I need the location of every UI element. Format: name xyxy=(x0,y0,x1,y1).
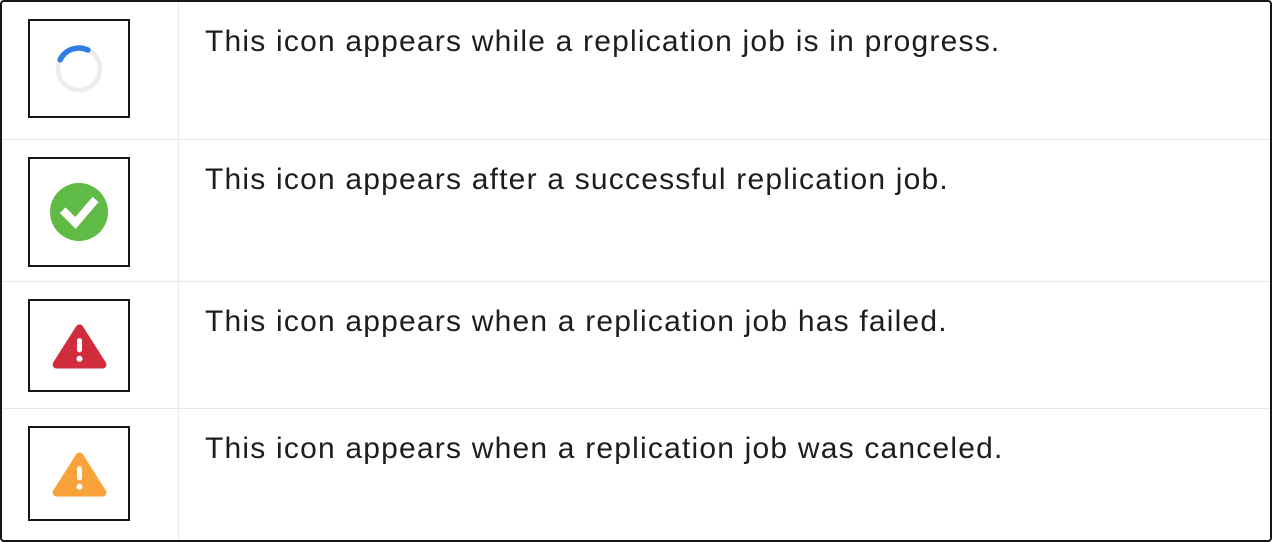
success-circle xyxy=(50,183,108,241)
failed-icon-box xyxy=(28,299,130,392)
exclamation-dot xyxy=(75,355,83,362)
table-row: This icon appears when a replication job… xyxy=(2,409,1270,540)
failed-warning-triangle-icon xyxy=(52,324,106,369)
row-description: This icon appears when a replication job… xyxy=(205,432,1004,465)
icon-cell xyxy=(2,282,179,408)
row-description: This icon appears when a replication job… xyxy=(205,305,948,338)
spinner-in-progress-icon xyxy=(55,44,103,92)
success-check-icon xyxy=(50,183,108,241)
table-row: This icon appears while a replication jo… xyxy=(2,2,1270,140)
row-description: This icon appears while a replication jo… xyxy=(205,25,1001,58)
table-row: This icon appears after a successful rep… xyxy=(2,140,1270,282)
table-row: This icon appears when a replication job… xyxy=(2,282,1270,409)
description-cell: This icon appears when a replication job… xyxy=(179,409,1270,540)
spinner-arc xyxy=(57,44,91,63)
check-mark xyxy=(59,196,99,229)
canceled-icon-box xyxy=(28,426,130,521)
icon-cell xyxy=(2,2,179,139)
description-cell: This icon appears while a replication jo… xyxy=(179,2,1270,139)
exclamation-dot xyxy=(75,483,83,490)
icon-cell xyxy=(2,140,179,281)
success-icon-box xyxy=(28,157,130,267)
canceled-warning-triangle-icon xyxy=(52,452,106,497)
exclamation-bar xyxy=(76,466,82,481)
icon-cell xyxy=(2,409,179,540)
description-cell: This icon appears when a replication job… xyxy=(179,282,1270,408)
description-cell: This icon appears after a successful rep… xyxy=(179,140,1270,281)
in-progress-icon-box xyxy=(28,19,130,118)
row-description: This icon appears after a successful rep… xyxy=(205,163,949,196)
exclamation-bar xyxy=(76,338,82,353)
